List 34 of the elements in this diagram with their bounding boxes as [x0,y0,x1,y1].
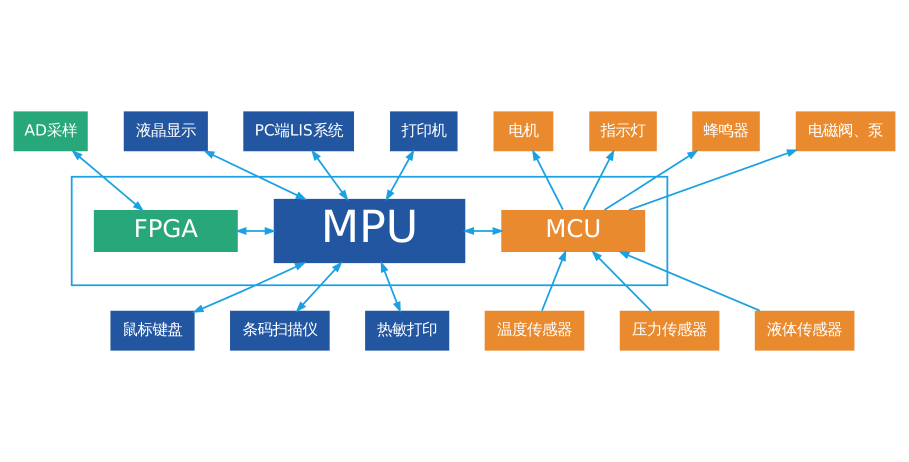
node-box: 热敏打印 [365,310,450,351]
node-box: 打印机 [390,111,458,152]
arrow [532,149,564,210]
node-box: 温度传感器 [484,310,584,351]
arrow [591,250,652,312]
arrow [582,149,614,210]
node-box: FPGA [94,210,238,252]
node-box: 电机 [494,111,554,152]
arrow [628,149,798,211]
node-box: AD采样 [14,111,88,152]
node-box: 指示灯 [589,111,657,152]
arrow [71,150,144,212]
arrow [203,150,308,200]
node-box: 液体传感器 [754,310,854,351]
arrow [604,150,698,211]
node-box: 压力传感器 [620,310,720,351]
arrow [541,250,566,312]
cluster [70,176,668,286]
node-box: 鼠标键盘 [110,310,195,351]
arrow [296,262,342,312]
node-box: 液晶显示 [124,111,208,152]
node-box: PC端LIS系统 [243,111,354,152]
node-box: 蜂鸣器 [692,111,760,152]
arrow [192,262,306,313]
node-box: MPU [274,198,466,264]
node-box: MCU [501,210,646,252]
node-box: 电磁阀、泵 [796,111,896,152]
arrow [462,227,504,235]
arrow [380,260,401,313]
node-box: 条码扫描仪 [230,310,330,351]
arrow [618,251,760,312]
arrow [311,150,348,201]
arrow [235,227,276,235]
arrow [386,149,414,202]
